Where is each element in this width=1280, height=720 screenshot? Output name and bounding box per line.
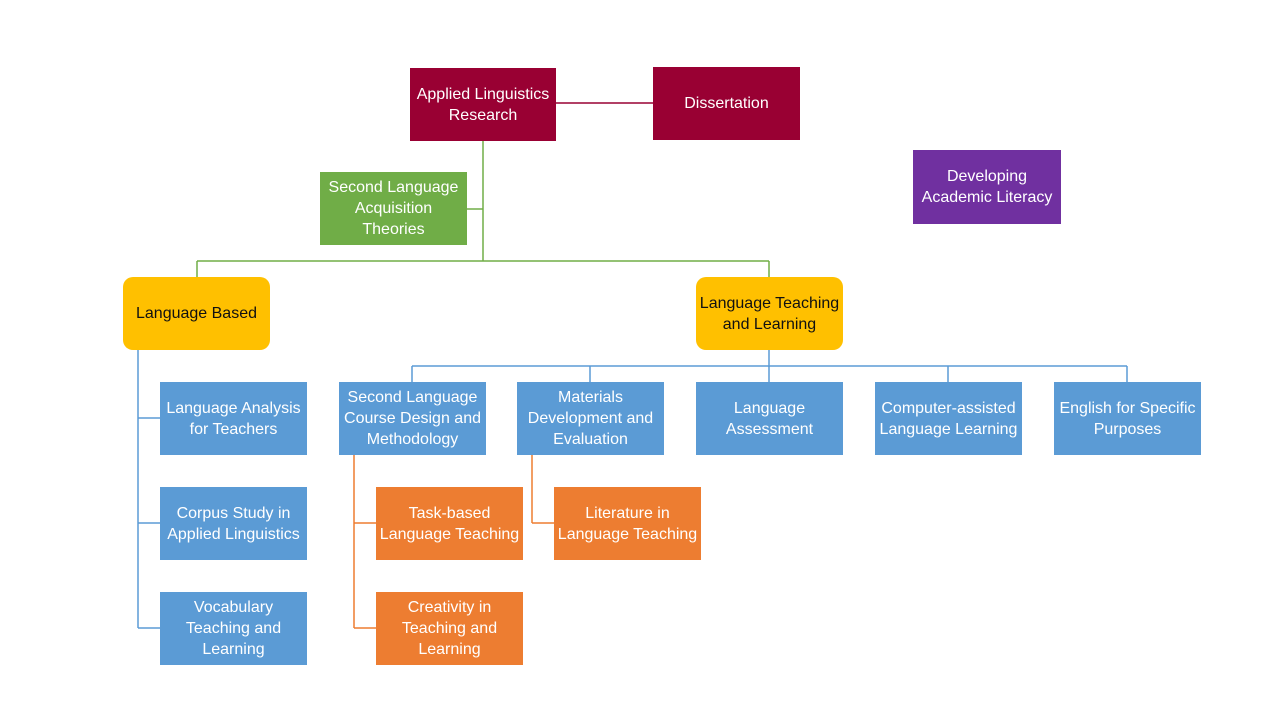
node-esp: English for Specific Purposes: [1054, 382, 1201, 455]
node-literature-teaching: Literature in Language Teaching: [554, 487, 701, 560]
node-developing-academic-literacy: Developing Academic Literacy: [913, 150, 1061, 224]
node-creativity: Creativity in Teaching and Learning: [376, 592, 523, 665]
node-language-teaching-learning: Language Teaching and Learning: [696, 277, 843, 350]
node-materials-development: Materials Development and Evaluation: [517, 382, 664, 455]
node-label: Creativity in Teaching and Learning: [401, 599, 498, 658]
node-language-analysis-teachers: Language Analysis for Teachers: [160, 382, 307, 455]
node-language-assessment: Language Assessment: [696, 382, 843, 455]
node-label: Developing Academic Literacy: [921, 168, 1053, 206]
node-label: Language Teaching and Learning: [699, 294, 840, 333]
node-label: Corpus Study in Applied Linguistics: [167, 504, 300, 543]
node-label: Literature in Language Teaching: [557, 504, 698, 543]
node-label: Language Analysis for Teachers: [166, 399, 301, 438]
node-label: Applied Linguistics Research: [416, 85, 550, 124]
node-language-based: Language Based: [123, 277, 270, 350]
node-label: English for Specific Purposes: [1059, 399, 1196, 438]
node-label: Materials Development and Evaluation: [527, 389, 654, 448]
node-label: Computer-assisted Language Learning: [879, 399, 1018, 438]
node-label: Second Language Course Design and Method…: [344, 389, 481, 448]
node-label: Language Based: [136, 305, 257, 322]
node-label: Second Language Acquisition Theories: [328, 179, 459, 238]
node-call: Computer-assisted Language Learning: [875, 382, 1022, 455]
node-label: Vocabulary Teaching and Learning: [185, 599, 282, 658]
node-corpus-study: Corpus Study in Applied Linguistics: [160, 487, 307, 560]
node-label: Dissertation: [684, 95, 769, 112]
node-sla-theories: Second Language Acquisition Theories: [320, 172, 467, 245]
node-dissertation: Dissertation: [653, 67, 800, 140]
node-sl-course-design: Second Language Course Design and Method…: [339, 382, 486, 455]
node-label: Language Assessment: [725, 399, 814, 438]
node-task-based: Task-based Language Teaching: [376, 487, 523, 560]
node-vocabulary-teaching: Vocabulary Teaching and Learning: [160, 592, 307, 665]
node-label: Task-based Language Teaching: [379, 504, 520, 543]
node-applied-linguistics-research: Applied Linguistics Research: [410, 68, 556, 141]
